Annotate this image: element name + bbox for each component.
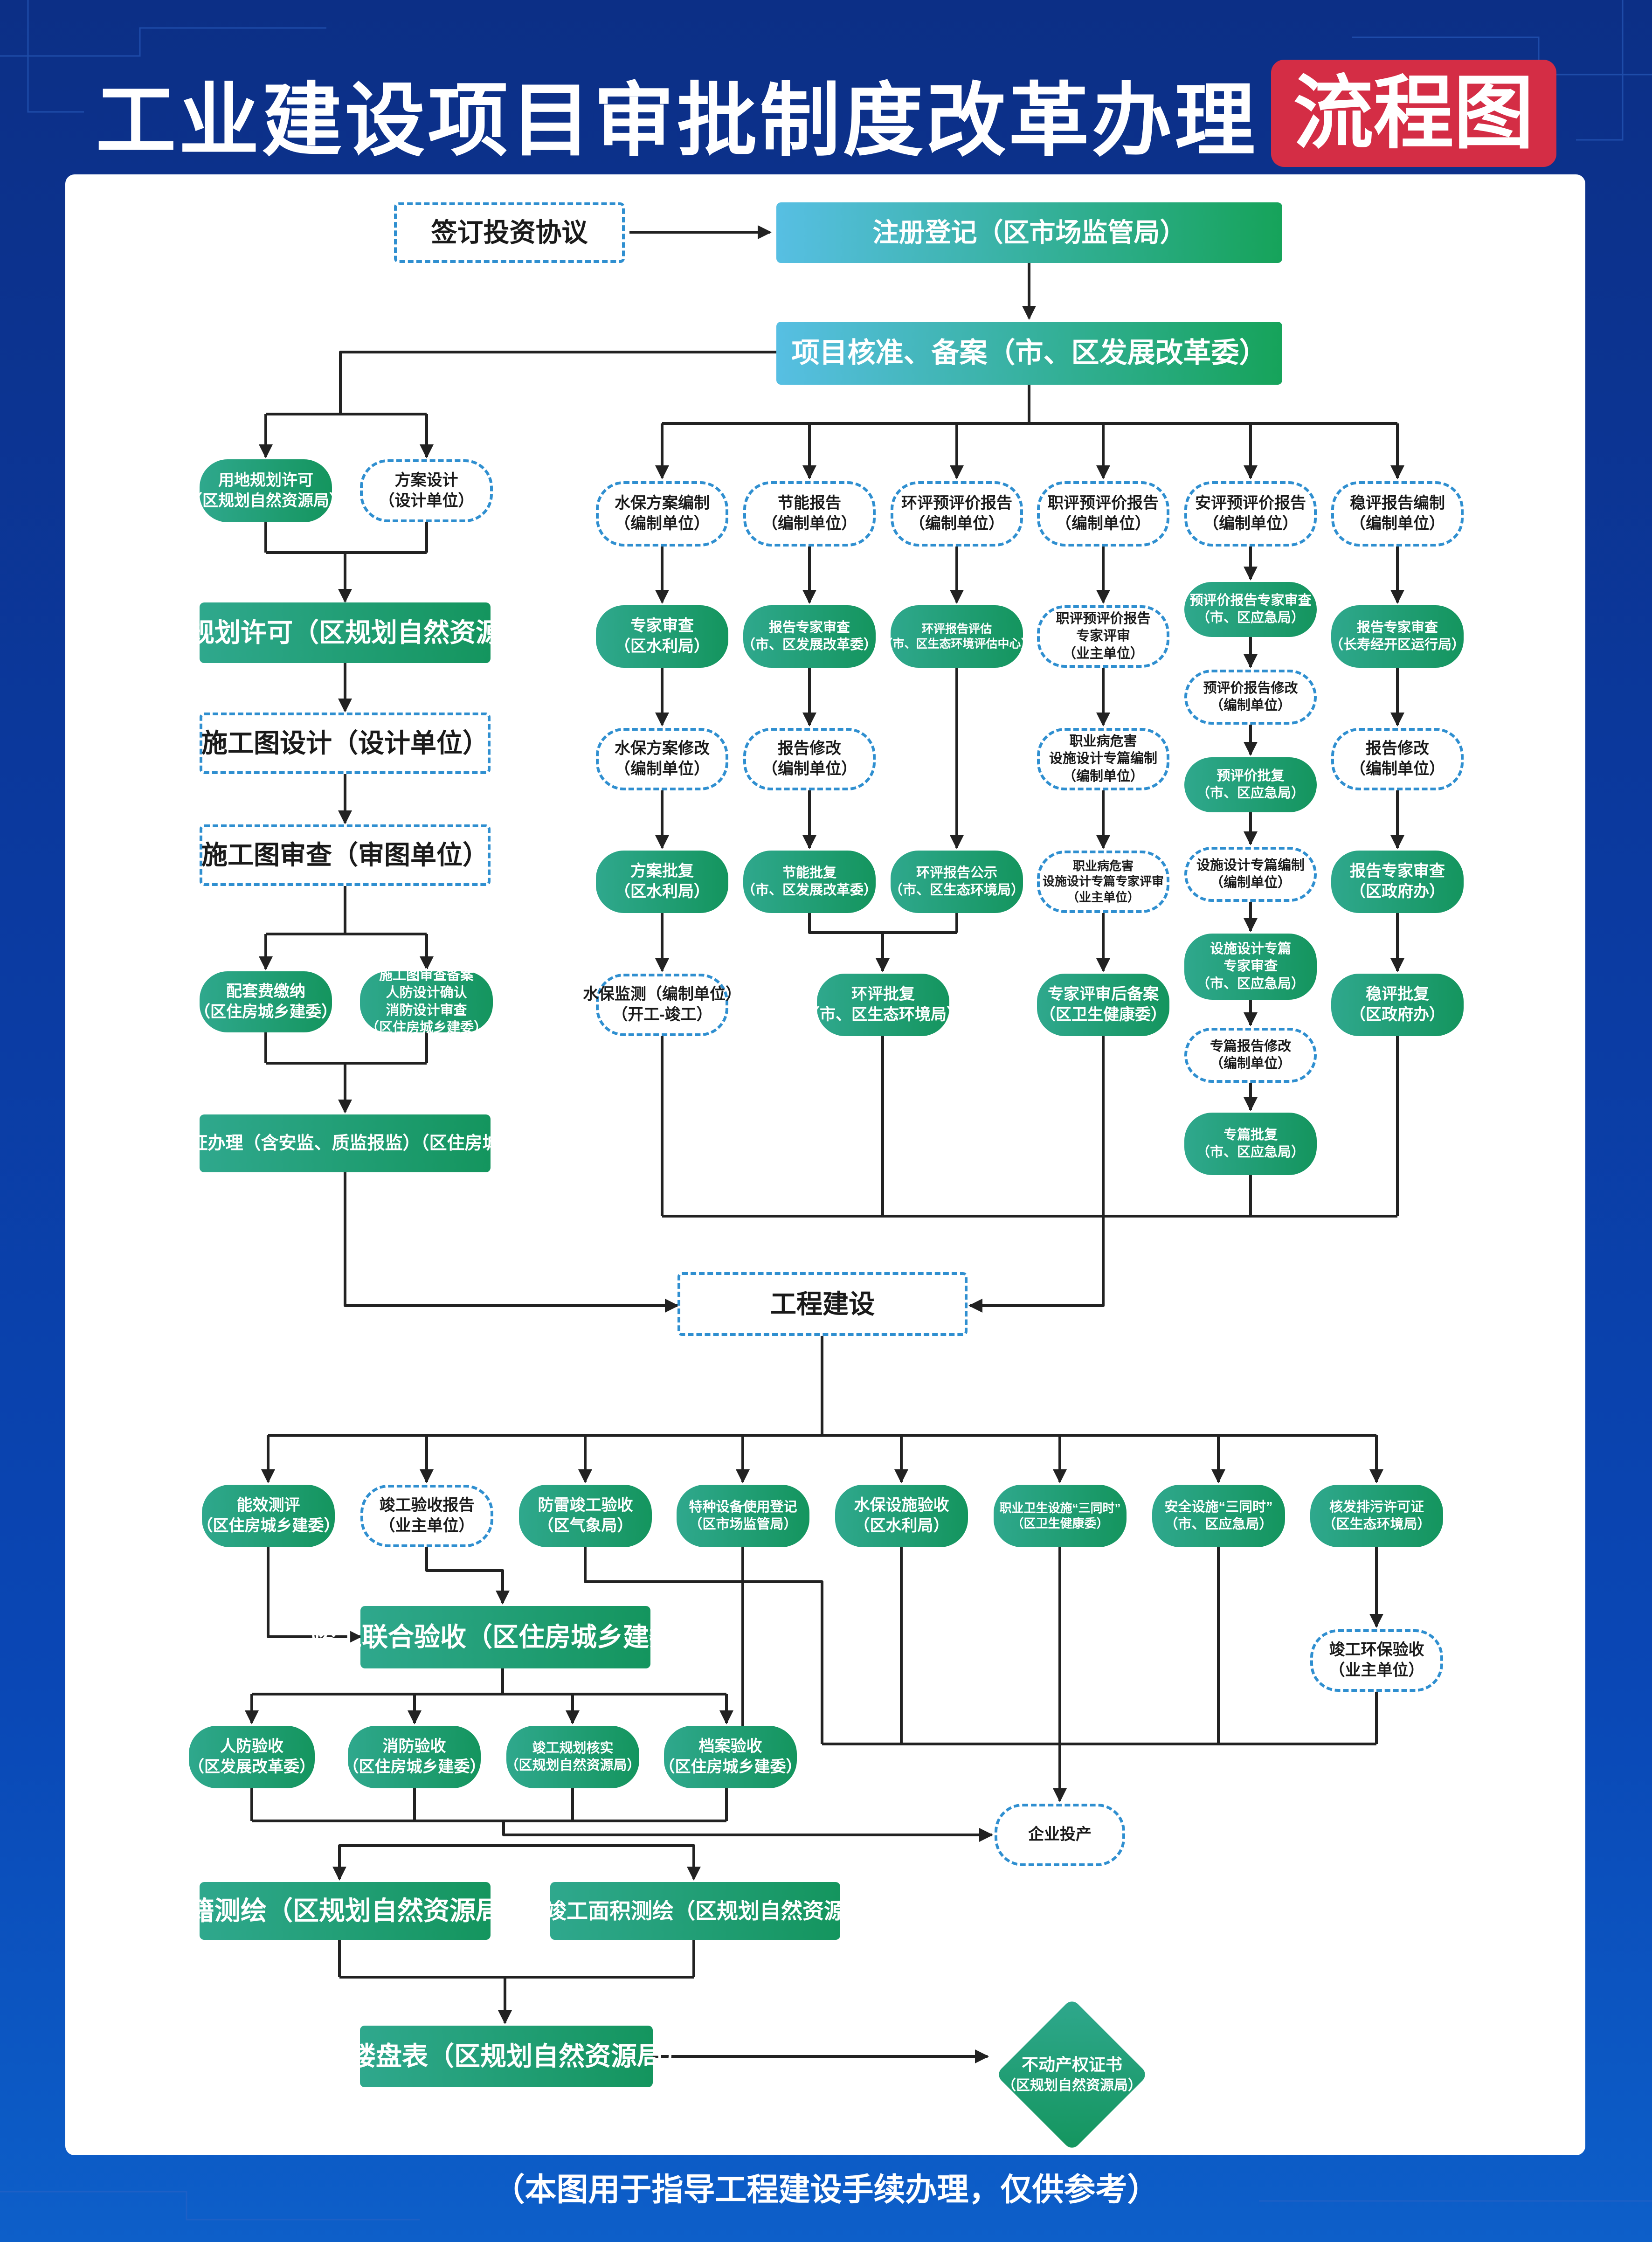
ws-monitor-node: 水保监测（编制单位）（开工-竣工）: [583, 974, 741, 1036]
es-approve-node: 节能批复（市、区发展改革委）: [742, 851, 877, 913]
sa-design-node: 设施设计专篇编制（编制单位）: [1184, 847, 1317, 902]
eia-approve-node: 环评批复（市、区生态环境局）: [804, 974, 962, 1036]
register-node: 注册登记（区市场监管局）: [776, 202, 1282, 263]
connector: [425, 1547, 510, 1605]
eia-public-node: 环评报告公示（市、区生态环境局）: [889, 851, 1024, 913]
title-tag: 流程图: [1271, 60, 1556, 167]
ws-plan-node: 水保方案编制（编制单位）: [596, 481, 728, 547]
node-text: 签订投资协议: [431, 218, 588, 248]
cadastral-node: 地籍测绘（区规划自然资源局）: [162, 1882, 528, 1940]
plan-check-node: 竣工规划核实（区规划自然资源局）: [505, 1726, 641, 1788]
cons-design-node: 施工图设计（设计单位）: [200, 713, 491, 774]
ws-approve-node: 方案批复（区水利局）: [596, 851, 728, 913]
fee-pay-node: 配套费缴纳（区住房城乡建委）: [194, 971, 337, 1032]
connector: [332, 1844, 504, 1881]
es-modify-node: 报告修改（编制单位）: [743, 728, 876, 790]
scheme-design-node: 方案设计（设计单位）: [360, 459, 493, 522]
node-text: 项目核准、备案（市、区发展改革委）: [791, 337, 1267, 369]
st-report-node: 稳评报告编制（编制单位）: [1331, 481, 1464, 547]
completion-report-node: 竣工验收报告（业主单位）: [360, 1485, 493, 1547]
connector: [268, 1336, 1376, 1437]
lightning-node: 防雷竣工验收（区气象局）: [519, 1485, 652, 1547]
connector: [344, 1172, 679, 1313]
eia-eval-node: 环评报告评估（市、区生态环境评估中心）: [881, 605, 1033, 668]
st-modify-node: 报告修改（编制单位）: [1331, 728, 1464, 790]
special-equip-node: 特种设备使用登记（区市场监管局）: [677, 1485, 809, 1547]
floor-table-node: 建楼盘表（区规划自然资源局）: [324, 2026, 689, 2087]
sa-approve-node: 预评价批复（市、区应急局）: [1184, 757, 1317, 812]
connector: [584, 1547, 823, 1744]
connector: [502, 1821, 993, 1842]
sign-agreement-node: 签订投资协议: [394, 202, 625, 263]
connector: [968, 1036, 1105, 1313]
node-text: 注册登记（区市场监管局）: [872, 218, 1186, 248]
sa-special-modify-node: 专篇报告修改（编制单位）: [1184, 1028, 1317, 1083]
connector: [662, 385, 1397, 425]
energy-eval-node: 能效测评（区住房城乡建委）: [197, 1485, 340, 1547]
oh-review-node: 职评预评价报告专家评审（业主单位）: [1037, 605, 1169, 668]
connector: [808, 913, 958, 934]
st-approve-node: 稳评批复（区政府办）: [1331, 974, 1464, 1036]
ws-acceptance-node: 水保设施验收（区水利局）: [835, 1485, 968, 1547]
certificate-node: 不动产权证书 （区规划自然资源局）: [995, 1998, 1149, 2152]
oh-three-node: 职业卫生设施“三同时”（区卫生健康委）: [994, 1485, 1127, 1547]
main-title: 工业建设项目审批制度改革办理流程图: [0, 55, 1652, 172]
sa-report-node: 安评预评价报告（编制单位）: [1184, 481, 1317, 547]
st-review-node: 报告专家审查（长寿经开区运行局）: [1330, 605, 1465, 668]
ws-modify-node: 水保方案修改（编制单位）: [596, 728, 728, 790]
connector: [266, 886, 427, 935]
sa-modify-node: 预评价报告修改（编制单位）: [1184, 670, 1317, 725]
land-permit-node: 用地规划许可（区规划自然资源局）: [187, 459, 345, 522]
title-main: 工业建设项目审批制度改革办理: [96, 74, 1258, 167]
production-node: 企业投产: [995, 1804, 1125, 1866]
cons-review-node: 施工图审查（审图单位）: [200, 824, 491, 886]
construction-node: 工程建设: [677, 1272, 968, 1336]
cons-permit-node: 施工许可证办理（含安监、质监报监）（区住房城乡建委）: [119, 1114, 571, 1172]
archive-node: 档案验收（区住房城乡建委）: [659, 1726, 802, 1788]
sa-special-approve-node: 专篇批复（市、区应急局）: [1184, 1113, 1317, 1175]
eng-permit-node: 工程规划许可（区规划自然资源局）: [136, 602, 554, 663]
eia-report-node: 环评预评价报告（编制单位）: [891, 481, 1023, 547]
env-acceptance-node: 竣工环保验收（业主单位）: [1310, 1629, 1443, 1692]
connector: [267, 1547, 362, 1644]
connector: [504, 1844, 701, 1881]
connector: [264, 1032, 428, 1065]
joint-acceptance-node: 竣工联合验收（区住房城乡建委）: [310, 1606, 701, 1668]
connector: [250, 1788, 728, 1822]
connector: [264, 522, 428, 554]
footnote: （本图用于指导工程建设手续办理，仅供参考）: [493, 2172, 1159, 2208]
oh-special-review-node: 职业病危害设施设计专篇专家评审（业主单位）: [1037, 851, 1169, 913]
fire-node: 消防验收（区住房城乡建委）: [343, 1726, 486, 1788]
civil-defense-node: 人防验收（区发展改革委）: [188, 1726, 315, 1788]
sa-review-node: 预评价报告专家审查（市、区应急局）: [1184, 582, 1317, 637]
oh-special-node: 职业病危害设施设计专篇编制（编制单位）: [1037, 728, 1169, 790]
approve-node: 项目核准、备案（市、区发展改革委）: [776, 322, 1282, 385]
area-survey-node: 房屋竣工面积测绘（区规划自然资源局）: [502, 1882, 888, 1940]
connector: [252, 1668, 726, 1695]
sa-design-review-node: 设施设计专篇专家审查（市、区应急局）: [1184, 934, 1317, 1000]
oh-record-node: 专家评审后备案（区卫生健康委）: [1037, 974, 1169, 1036]
drawing-record-node: 施工图审查备案人防设计确认消防设计审查（区住房城乡建委）: [360, 968, 493, 1035]
pollution-node: 核发排污许可证（区生态环境局）: [1310, 1485, 1443, 1547]
certificate-text: 不动产权证书 （区规划自然资源局）: [1002, 2055, 1142, 2094]
st-review2-node: 报告专家审查（区政府办）: [1331, 851, 1464, 913]
safety-three-node: 安全设施“三同时”（市、区应急局）: [1152, 1485, 1285, 1547]
ws-review-node: 专家审查（区水利局）: [596, 605, 728, 668]
es-report-node: 节能报告（编制单位）: [743, 481, 876, 547]
connector: [339, 351, 780, 414]
es-review-node: 报告专家审查（市、区发展改革委）: [742, 605, 877, 668]
connector: [338, 1940, 695, 1979]
oh-report-node: 职评预评价报告（编制单位）: [1037, 481, 1169, 547]
